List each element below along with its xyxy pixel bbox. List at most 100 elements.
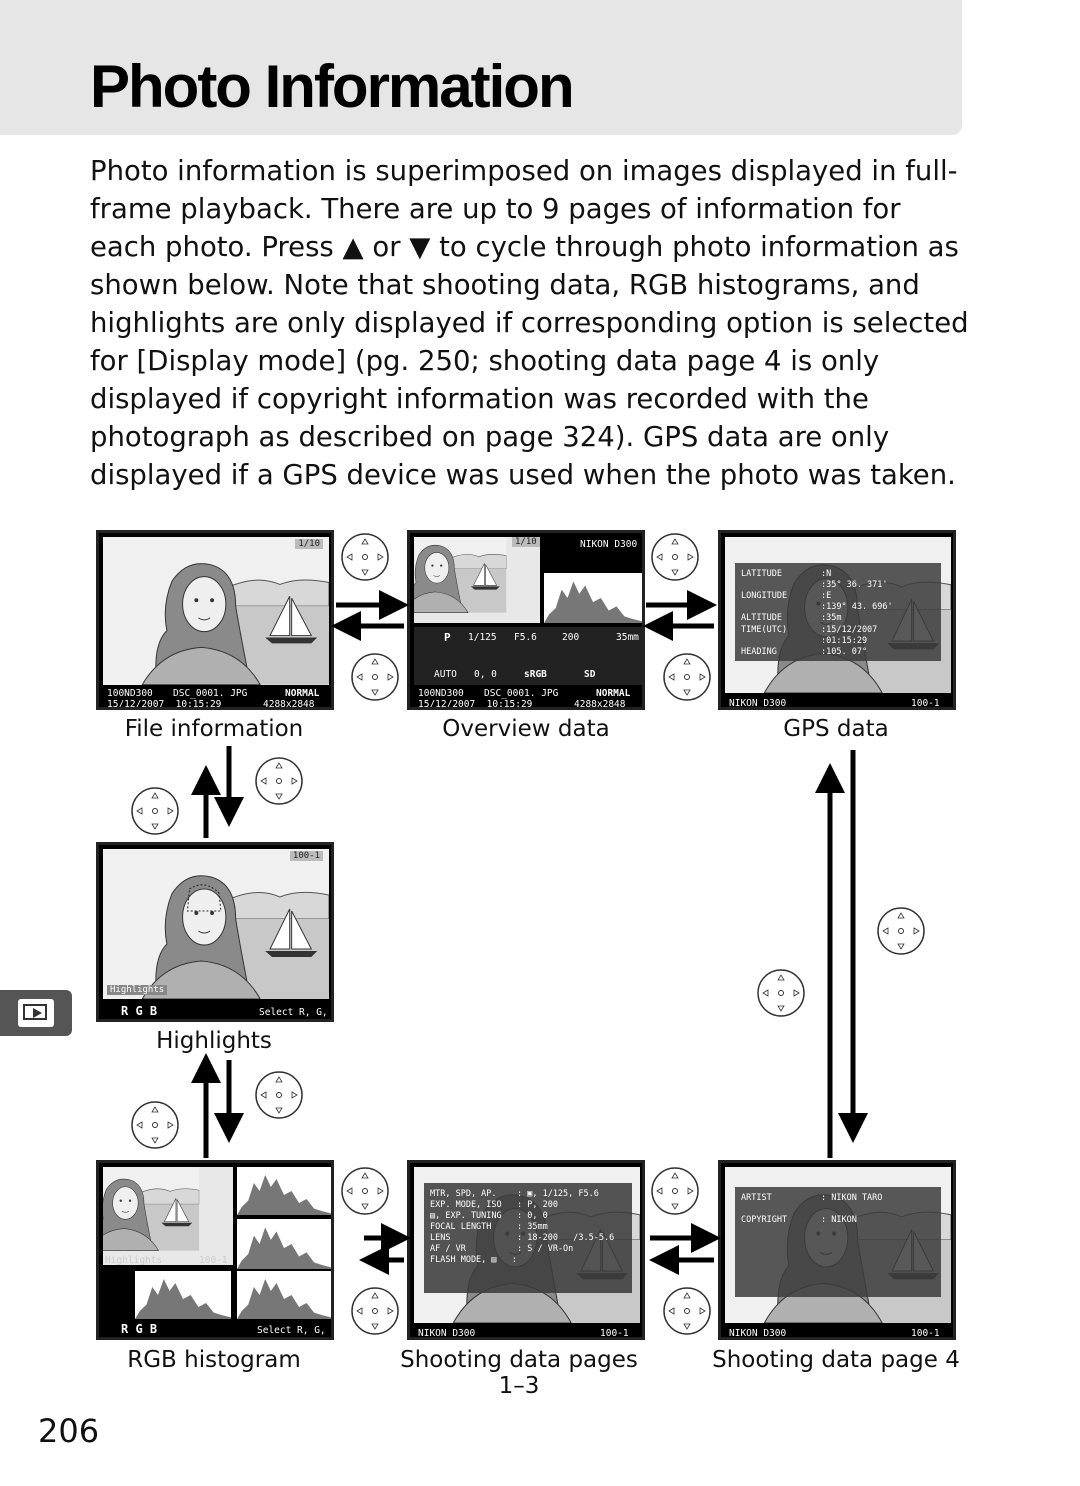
sample-photo-thumb (103, 1167, 233, 1265)
multi-selector-icon (351, 653, 399, 701)
shooting-data-row: ▤, EXP. TUNING : 0, 0 (430, 1211, 548, 1221)
multi-selector-icon (877, 907, 925, 955)
camera-model: NIKON D300 (729, 698, 787, 709)
gps-row-value: :E :139° 43. 696' (821, 591, 893, 612)
page-title: Photo Information (90, 53, 575, 120)
file-name: DSC_0001. JPG (484, 688, 559, 699)
page-number: 206 (38, 1412, 100, 1450)
multi-selector-icon (663, 1287, 711, 1335)
copyright-row-value: : NIKON (821, 1215, 857, 1225)
shooting-data-row: MTR, SPD, AP. : ▣, 1/125, F5.6 (430, 1189, 599, 1199)
shooting-data-row: LENS : 18-200 /3.5-5.6 (430, 1233, 615, 1243)
gps-row-value: :N :35° 36. 371' (821, 569, 888, 590)
frame-counter: 1/10 (295, 539, 323, 549)
status-bar: NIKON D300 100-1 (721, 1325, 953, 1339)
picture-control: SD (584, 669, 596, 680)
shooting-data-row: FLASH MODE, ▤ : (430, 1255, 517, 1265)
folder-frame: 100-1 (199, 1255, 228, 1266)
color-space: sRGB (524, 669, 547, 680)
caption-shooting-data-1-3: Shooting data pages 1–3 (400, 1347, 638, 1399)
multi-selector-icon (351, 1287, 399, 1335)
status-bar: NIKON D300 100-1 (410, 1325, 642, 1339)
folder-frame: 100-1 (911, 1328, 940, 1339)
folder-frame: 100-1 (911, 698, 940, 709)
multi-selector-icon (131, 1101, 179, 1149)
image-quality: NORMAL (285, 688, 320, 699)
multi-selector-icons (131, 533, 925, 1335)
copyright-row-value: : NIKON TARO (821, 1193, 883, 1203)
capture-date: 15/12/2007 10:15:29 (107, 699, 222, 710)
multi-selector-icon (341, 1167, 389, 1215)
capture-date: 15/12/2007 10:15:29 (418, 699, 533, 710)
gps-row-value: :35m (821, 613, 842, 623)
copyright-row-label: COPYRIGHT (741, 1215, 788, 1225)
gps-data-panel: LATITUDE:N :35° 36. 371'LONGITUDE:E :139… (735, 563, 941, 661)
gps-row-label: ALTITUDE (741, 613, 782, 623)
screen-gps-data: LATITUDE:N :35° 36. 371'LONGITUDE:E :139… (718, 530, 956, 710)
camera-model: NIKON D300 (729, 1328, 787, 1339)
gps-row-value: :15/12/2007 :01:15:29 (821, 625, 878, 646)
caption-highlights: Highlights (156, 1028, 272, 1054)
screen-highlights: 100-1 Highlights R G B Select R, G, B (96, 842, 334, 1022)
multi-selector-icon (651, 1167, 699, 1215)
wb-adjust: 0, 0 (474, 669, 497, 680)
screen-overview-data: 1/10 NIKON D300 P 1/125 F5.6 200 35mm AU… (407, 530, 645, 710)
folder-frame: 100-1 (289, 851, 323, 861)
highlights-label: Highlights (105, 1255, 163, 1266)
gps-row-label: TIME(UTC) (741, 625, 788, 635)
sample-photo-thumb (414, 537, 540, 623)
multi-selector-icon (663, 653, 711, 701)
select-hint: Select R, G, B (259, 1007, 334, 1018)
exposure-panel: P 1/125 F5.6 200 35mm AUTO 0, 0 sRGB SD (414, 627, 642, 685)
header-band (0, 0, 962, 135)
screen-shooting-data-4: ARTIST : NIKON TARO COPYRIGHT : NIKON NIKON… (718, 1160, 956, 1340)
rgb-channels: R G B (121, 1322, 158, 1336)
sample-photo (103, 537, 329, 685)
screen-rgb-histogram: Highlights 100-1 R G B Select R, G, B (96, 1160, 334, 1340)
channel-bar: R G B Select R, G, B (99, 1321, 334, 1337)
channel-bar: R G B Select R, G, B (99, 1003, 334, 1019)
folder-name: 100ND300 (418, 688, 464, 699)
frame-counter: 1/10 (512, 537, 540, 547)
highlights-label: Highlights (107, 985, 168, 995)
copyright-row-label: ARTIST (741, 1193, 772, 1203)
caption-overview-data: Overview data (442, 716, 610, 742)
file-info-bar: 100ND300 DSC_0001. JPG NORMAL 15/12/2007… (99, 687, 331, 710)
multi-selector-icon (651, 533, 699, 581)
camera-model: NIKON D300 (580, 539, 638, 550)
file-name: DSC_0001. JPG (173, 688, 248, 699)
image-size: 4288x2848 (574, 699, 626, 710)
copyright-panel: ARTIST : NIKON TARO COPYRIGHT : NIKON (735, 1187, 941, 1297)
sample-photo (103, 849, 329, 999)
multi-selector-icon (131, 787, 179, 835)
caption-shooting-data-4: Shooting data page 4 (712, 1347, 960, 1373)
image-size: 4288x2848 (263, 699, 315, 710)
screen-file-information: 1/10 100ND300 DSC_0001. JPG NORMAL 15/12… (96, 530, 334, 710)
exposure-mode: P (444, 631, 451, 644)
image-quality: NORMAL (596, 688, 631, 699)
iso: 200 (562, 632, 580, 643)
intro-paragraph: Photo information is superimposed on ima… (90, 155, 969, 491)
caption-gps-data: GPS data (783, 716, 889, 742)
shooting-data-row: EXP. MODE, ISO : P, 200 (430, 1200, 558, 1210)
aperture: F5.6 (514, 632, 537, 643)
shutter-speed: 1/125 (468, 632, 497, 643)
status-bar: NIKON D300 100-1 (721, 695, 953, 709)
multi-selector-icon (255, 757, 303, 805)
shooting-data-row: FOCAL LENGTH : 35mm (430, 1222, 548, 1232)
shooting-data-row: AF / VR : S / VR-On (430, 1244, 574, 1254)
gps-row-label: LONGITUDE (741, 591, 788, 601)
white-balance: AUTO (434, 669, 457, 680)
multi-selector-icon (341, 533, 389, 581)
playback-icon (18, 999, 54, 1027)
multi-selector-icon (255, 1071, 303, 1119)
file-info-bar: 100ND300 DSC_0001. JPG NORMAL 15/12/2007… (410, 687, 642, 710)
focal-length: 35mm (616, 632, 639, 643)
camera-model: NIKON D300 (418, 1328, 476, 1339)
gps-row-label: HEADING (741, 647, 777, 657)
select-hint: Select R, G, B (257, 1325, 334, 1336)
rgb-channels: R G B (121, 1004, 158, 1018)
